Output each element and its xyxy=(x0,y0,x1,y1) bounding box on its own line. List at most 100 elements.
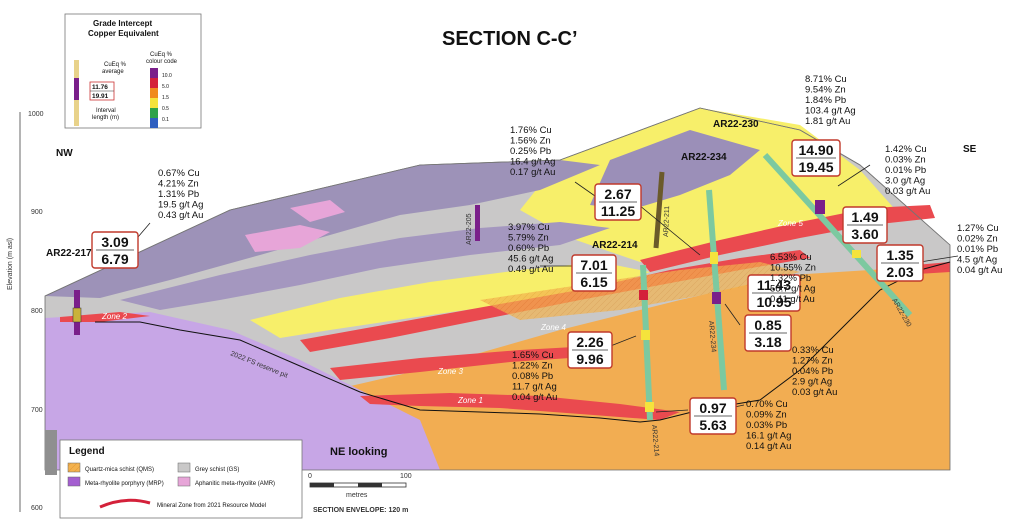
assay-line: 0.03 g/t Au xyxy=(792,387,837,398)
elev-tick-800: 800 xyxy=(31,308,43,315)
grade-inset: Grade Intercept Copper Equivalent CuEq %… xyxy=(64,13,202,129)
intercept-average: 14.90 xyxy=(798,142,833,158)
assay-line: 1.56% Zn xyxy=(510,136,551,147)
assay-line: 2.9 g/t Ag xyxy=(792,377,832,388)
inset-len-label-2: length (m) xyxy=(92,115,119,121)
assay-line: 6.53% Cu xyxy=(770,252,812,263)
assay-line: 1.22% Zn xyxy=(512,361,553,372)
intercept-average: 2.67 xyxy=(604,186,631,202)
assay-block: 1.27% Cu0.02% Zn0.01% Pb4.5 g/t Ag0.04 g… xyxy=(957,223,1002,276)
zone-label-3: Zone 3 xyxy=(437,367,463,376)
intercept-average: 0.97 xyxy=(699,400,726,416)
amr-patch-2 xyxy=(290,200,345,222)
drill-holes xyxy=(72,152,913,421)
assay-line: 16.4 g/t Ag xyxy=(510,157,555,168)
intercept-length: 5.63 xyxy=(699,417,726,433)
intercept-box: 0.853.18 xyxy=(744,314,792,352)
assay-line: 0.11 g/t Au xyxy=(770,294,815,305)
intercept-average: 7.01 xyxy=(580,257,607,273)
inset-colour-label-2: colour code xyxy=(146,59,178,65)
assay-line: 4.21% Zn xyxy=(158,179,199,190)
intercept-length: 6.15 xyxy=(580,274,607,290)
assay-line: 0.25% Pb xyxy=(510,146,551,157)
assay-line: 0.09% Zn xyxy=(746,410,787,421)
intercept-length: 2.03 xyxy=(886,264,913,280)
assay-line: 0.67% Cu xyxy=(158,168,200,179)
hole-ar22-214-intercept-1 xyxy=(639,290,648,300)
assay-line: 1.76% Cu xyxy=(510,125,552,136)
mrp-left-body xyxy=(45,312,440,470)
intercept-box: 3.096.79 xyxy=(91,231,139,269)
intercept-length: 6.79 xyxy=(101,251,128,267)
intercept-average: 2.26 xyxy=(576,334,603,350)
assay-line: 1.42% Cu xyxy=(885,144,927,155)
assay-line: 56.7 g/t Ag xyxy=(770,284,815,295)
assay-line: 3.0 g/t Ag xyxy=(885,176,925,187)
inset-len-label-1: Interval xyxy=(96,108,116,114)
intercept-average: 1.49 xyxy=(851,209,878,225)
legend-zone-item: Mineral Zone from 2021 Resource Model xyxy=(157,503,266,509)
hole-ar22-211-trace xyxy=(653,171,665,249)
scale-bar: 0 100 metres SECTION ENVELOPE: 120 m xyxy=(308,473,412,514)
scale-unit: metres xyxy=(346,492,368,499)
intercept-average: 3.09 xyxy=(101,234,128,250)
hole-ar22-230-intercept-1 xyxy=(815,200,825,214)
zone-label-4: Zone 4 xyxy=(540,323,566,332)
assay-line: 16.1 g/t Ag xyxy=(746,431,791,442)
assay-line: 0.04 g/t Au xyxy=(512,392,557,403)
assay-line: 1.84% Pb xyxy=(805,95,846,106)
hole-label-ar22-214-bottom: AR22-214 xyxy=(650,425,660,457)
legend-item-qms: Quartz-mica schist (QMS) xyxy=(85,467,154,473)
assay-line: 0.17 g/t Au xyxy=(510,167,555,178)
legend-zone-swatch xyxy=(99,498,151,509)
assay-line: 0.70% Cu xyxy=(746,399,788,410)
assay-line: 8.71% Cu xyxy=(805,74,847,85)
hole-label-ar22-217: AR22-217 xyxy=(46,248,92,259)
elev-axis-label: Elevation (m asl) xyxy=(7,238,14,290)
se-label: SE xyxy=(963,144,977,155)
assay-line: 1.31% Pb xyxy=(158,189,199,200)
legend-item-gs: Grey schist (GS) xyxy=(195,467,239,473)
hole-ar22-234-intercept-1 xyxy=(710,252,718,264)
assay-line: 3.97% Cu xyxy=(508,222,550,233)
left-grey-strip xyxy=(45,430,57,475)
assay-line: 0.04 g/t Au xyxy=(957,265,1002,276)
inset-avg-label-1: CuEq % xyxy=(104,62,127,68)
zone-3-band xyxy=(330,345,610,380)
intercept-length: 10.95 xyxy=(756,294,791,310)
colour-swatch xyxy=(150,88,158,98)
hole-label-ar22-211: AR22-211 xyxy=(663,206,671,237)
hole-label-ar22-234: AR22-234 xyxy=(681,152,727,163)
elev-tick-700: 700 xyxy=(31,407,43,414)
assay-line: 0.02% Zn xyxy=(957,234,998,245)
assay-line: 5.79% Zn xyxy=(508,233,549,244)
assay-line: 11.7 g/t Ag xyxy=(512,382,557,393)
hole-ar22-217-intercept xyxy=(72,307,82,323)
hole-label-ar22-234-bottom: AR22-234 xyxy=(707,321,717,353)
assay-line: 0.33% Cu xyxy=(792,345,834,356)
colour-swatch xyxy=(150,98,158,108)
colour-swatch xyxy=(150,68,158,78)
hole-ar22-230-trace xyxy=(762,152,913,318)
zone-1-band xyxy=(360,393,680,420)
assay-line: 0.03 g/t Au xyxy=(885,186,930,197)
hole-ar22-234-trace xyxy=(706,189,727,391)
zone-2-band xyxy=(60,312,150,322)
assay-line: 0.08% Pb xyxy=(512,371,553,382)
hole-label-ar22-214: AR22-214 xyxy=(592,240,638,251)
assay-line: 1.27% Cu xyxy=(957,223,999,234)
legend: Legend Quartz-mica schist (QMS) Grey sch… xyxy=(59,439,303,519)
assay-line: 1.32% Pb xyxy=(770,273,811,284)
assay-line: 9.54% Zn xyxy=(805,85,846,96)
assay-line: 0.03% Pb xyxy=(746,420,787,431)
inset-avg-value: 11.76 xyxy=(92,84,108,91)
intercept-length: 3.18 xyxy=(754,334,781,350)
legend-item-mrp: Meta-rhyolite porphyry (MRP) xyxy=(85,481,164,487)
scale-envelope: SECTION ENVELOPE: 120 m xyxy=(313,507,408,514)
yellow-mid-band xyxy=(250,262,650,338)
intercept-average: 0.85 xyxy=(754,317,781,333)
